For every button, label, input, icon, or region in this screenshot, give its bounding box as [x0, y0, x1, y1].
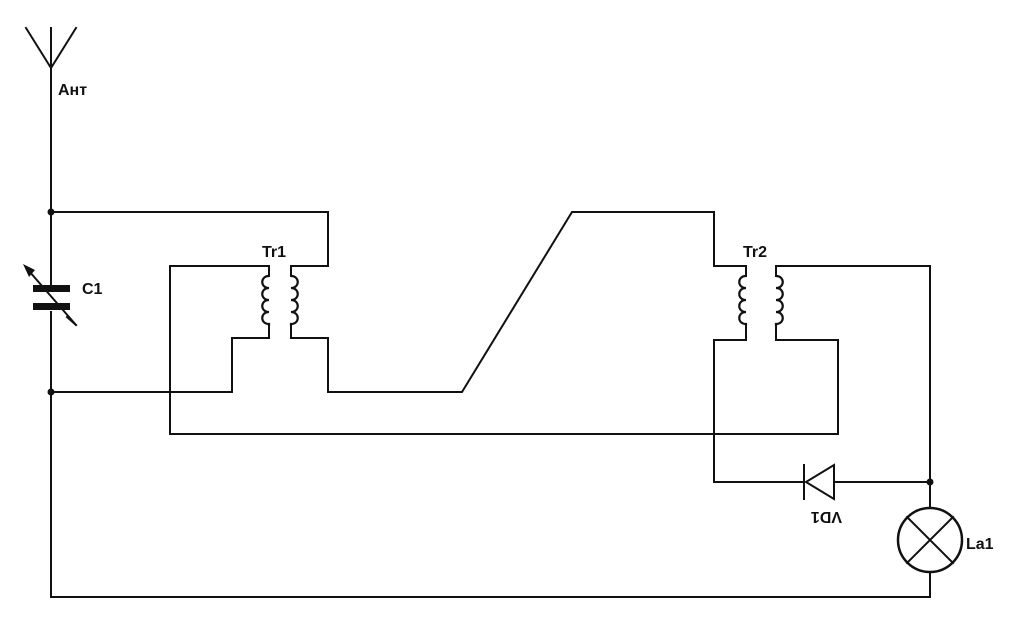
antenna-symbol	[24, 26, 78, 89]
wire-diode-to-lamp	[833, 481, 931, 509]
lamp-label: La1	[966, 536, 994, 553]
variable-capacitor-c1	[23, 264, 78, 327]
wire-middle-to-tr1	[50, 325, 270, 393]
capacitor-label: C1	[82, 281, 103, 298]
wire-top-to-tr1	[50, 211, 329, 277]
transformer-1-label: Tr1	[262, 244, 286, 261]
wire-tr2-to-diode	[713, 325, 805, 483]
wire-tr1-coupling	[290, 211, 747, 393]
wire-capacitor-to-ground	[50, 311, 931, 598]
wire-tr1-outer-loop	[169, 265, 839, 435]
transformer-2-label: Tr2	[743, 244, 767, 261]
transformer-tr2	[738, 274, 784, 326]
diode-label: VD1	[811, 508, 842, 525]
wire-tr2-right	[775, 265, 931, 483]
lamp-la1	[896, 506, 964, 574]
transformer-tr1	[261, 274, 299, 326]
diode-vd1	[803, 463, 835, 501]
antenna-label: Ант	[58, 82, 87, 99]
